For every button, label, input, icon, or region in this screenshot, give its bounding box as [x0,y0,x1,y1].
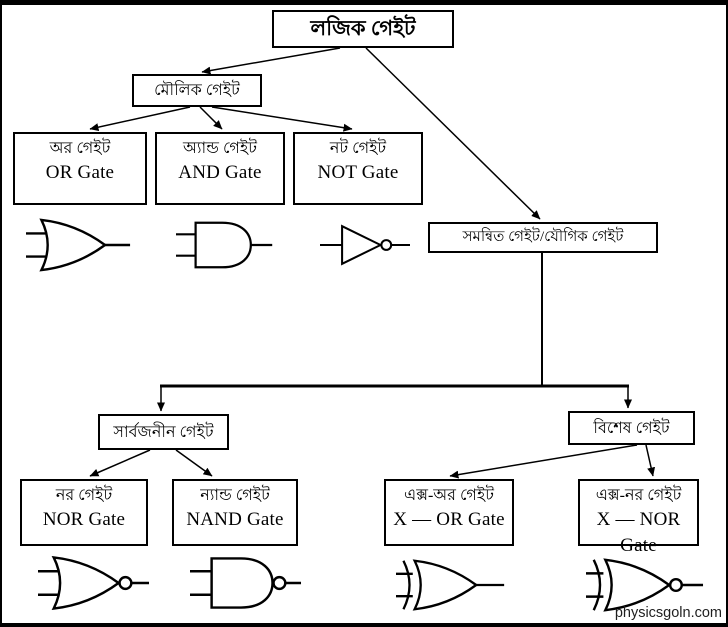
logic-gate-label: লজিক গেইট [310,15,416,40]
arrow-logic-to-basic [201,47,341,75]
arrow-basic-to-or [89,106,191,132]
arrow-special-to-xor [449,444,638,479]
nor-gate-symbol [38,555,150,611]
watermark-text: physicsgoln.com [614,605,722,621]
combined-gate-box: সমন্বিত গেইট/যৌগিক গেইট [428,222,658,253]
combined-gate-label: সমন্বিত গেইট/যৌগিক গেইট [462,229,624,245]
nor-gate-label-bn: নর গেইট [55,487,113,504]
nand-gate-symbol [190,557,302,609]
arrow-universal-to-nor [89,449,151,477]
not-gate-label-en: NOT Gate [317,162,399,184]
or-gate-label-en: OR Gate [45,162,115,184]
basic-gate-label: মৌলিক গেইট [154,82,240,99]
xor-gate-symbol [396,559,505,611]
nor-gate-label-en: NOR Gate [42,509,126,531]
and-gate-symbol [176,221,273,269]
and-gate-box: অ্যান্ড গেইট AND Gate [155,132,285,205]
and-gate-label-en: AND Gate [178,162,262,184]
frame-right [726,0,728,627]
or-gate-symbol [26,218,131,272]
xor-gate-label-en: X — OR Gate [393,509,505,531]
or-gate-label-bn: অর গেইট [49,140,111,157]
not-gate-symbol [320,224,410,266]
arrow-special-to-xnor [645,444,656,477]
special-gate-label: বিশেষ গেইট [593,419,670,437]
logic-gate-box: লজিক গেইট [272,10,454,48]
xor-gate-box: এক্স-অর গেইট X — OR Gate [384,479,514,546]
frame-left [0,0,2,627]
or-gate-box: অর গেইট OR Gate [13,132,147,205]
xnor-gate-symbol [586,558,704,612]
arrow-basic-to-and [199,106,223,130]
nand-gate-box: ন্যান্ড গেইট NAND Gate [172,479,298,546]
xnor-gate-label-bn: এক্স-নর গেইট [595,487,682,504]
nand-gate-label-en: NAND Gate [186,509,284,531]
universal-gate-label: সার্বজনীন গেইট [113,423,214,441]
not-gate-box: নট গেইট NOT Gate [293,132,423,205]
arrow-universal-to-nand [175,449,213,477]
xnor-gate-label-en: X — NOR Gate [596,509,681,556]
arrow-basic-to-not [211,106,353,132]
basic-gate-box: মৌলিক গেইট [132,74,262,107]
and-gate-label-bn: অ্যান্ড গেইট [183,140,257,157]
nand-gate-label-bn: ন্যান্ড গেইট [200,487,270,504]
xor-gate-label-bn: এক্স-অর গেইট [404,487,494,504]
nor-gate-box: নর গেইট NOR Gate [20,479,148,546]
xnor-gate-box: এক্স-নর গেইট X — NOR Gate [578,479,699,556]
frame-top [0,0,728,5]
universal-gate-box: সার্বজনীন গেইট [98,414,229,450]
frame-bottom [0,623,728,627]
special-gate-box: বিশেষ গেইট [568,411,695,445]
not-gate-label-bn: নট গেইট [329,140,387,157]
